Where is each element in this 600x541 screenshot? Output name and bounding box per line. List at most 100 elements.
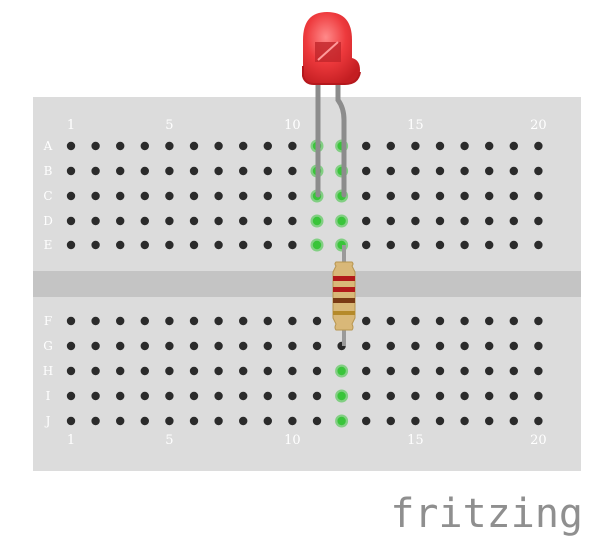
hole-A3[interactable] <box>116 141 125 151</box>
hole-I2[interactable] <box>91 391 100 401</box>
hole-C7[interactable] <box>214 191 223 201</box>
hole-F8[interactable] <box>239 316 248 326</box>
hole-B15[interactable] <box>411 166 420 176</box>
hole-G11[interactable] <box>312 341 322 351</box>
hole-B14[interactable] <box>386 166 395 176</box>
hole-H2[interactable] <box>91 366 100 376</box>
hole-C17[interactable] <box>460 191 469 201</box>
hole-A9[interactable] <box>263 141 272 151</box>
hole-C15[interactable] <box>411 191 420 201</box>
hole-J2[interactable] <box>91 416 100 426</box>
hole-I11[interactable] <box>312 391 322 401</box>
hole-A16[interactable] <box>435 141 445 151</box>
hole-D11[interactable] <box>312 216 322 226</box>
hole-J1[interactable] <box>66 416 76 426</box>
hole-H15[interactable] <box>411 366 420 376</box>
hole-H6[interactable] <box>189 366 199 376</box>
hole-E20[interactable] <box>534 240 543 250</box>
hole-F19[interactable] <box>509 316 518 326</box>
red-led[interactable] <box>302 12 361 85</box>
hole-D10[interactable] <box>288 216 297 226</box>
hole-J17[interactable] <box>460 416 469 426</box>
hole-J9[interactable] <box>263 416 272 426</box>
hole-H11[interactable] <box>312 366 322 376</box>
hole-D16[interactable] <box>435 216 445 226</box>
hole-G8[interactable] <box>239 341 248 351</box>
hole-D15[interactable] <box>411 216 420 226</box>
hole-H10[interactable] <box>288 366 297 376</box>
hole-B18[interactable] <box>485 166 494 176</box>
hole-D19[interactable] <box>509 216 518 226</box>
hole-D7[interactable] <box>214 216 223 226</box>
hole-F9[interactable] <box>263 316 272 326</box>
hole-G16[interactable] <box>435 341 445 351</box>
hole-D3[interactable] <box>116 216 125 226</box>
hole-I3[interactable] <box>116 391 125 401</box>
hole-B6[interactable] <box>189 166 199 176</box>
hole-H1[interactable] <box>66 366 76 376</box>
hole-E9[interactable] <box>263 240 272 250</box>
hole-D6[interactable] <box>189 216 199 226</box>
hole-E7[interactable] <box>214 240 223 250</box>
hole-D9[interactable] <box>263 216 272 226</box>
hole-I14[interactable] <box>386 391 395 401</box>
hole-A19[interactable] <box>509 141 518 151</box>
hole-F10[interactable] <box>288 316 297 326</box>
hole-G15[interactable] <box>411 341 420 351</box>
hole-J10[interactable] <box>288 416 297 426</box>
hole-C3[interactable] <box>116 191 125 201</box>
hole-H16[interactable] <box>435 366 445 376</box>
hole-H9[interactable] <box>263 366 272 376</box>
hole-A7[interactable] <box>214 141 223 151</box>
hole-I8[interactable] <box>239 391 248 401</box>
hole-H8[interactable] <box>239 366 248 376</box>
hole-J5[interactable] <box>165 416 174 426</box>
hole-B20[interactable] <box>534 166 543 176</box>
hole-J12[interactable] <box>337 416 346 426</box>
hole-F20[interactable] <box>534 316 543 326</box>
hole-G4[interactable] <box>140 341 149 351</box>
hole-G9[interactable] <box>263 341 272 351</box>
hole-J6[interactable] <box>189 416 199 426</box>
hole-C19[interactable] <box>509 191 518 201</box>
hole-C1[interactable] <box>66 191 76 201</box>
hole-I7[interactable] <box>214 391 223 401</box>
hole-I18[interactable] <box>485 391 494 401</box>
hole-J14[interactable] <box>386 416 395 426</box>
hole-I12[interactable] <box>337 391 346 401</box>
hole-F18[interactable] <box>485 316 494 326</box>
hole-I9[interactable] <box>263 391 272 401</box>
hole-B3[interactable] <box>116 166 125 176</box>
hole-B19[interactable] <box>509 166 518 176</box>
hole-E15[interactable] <box>411 240 420 250</box>
hole-F7[interactable] <box>214 316 223 326</box>
hole-B13[interactable] <box>362 166 371 176</box>
hole-I16[interactable] <box>435 391 445 401</box>
hole-J8[interactable] <box>239 416 248 426</box>
hole-G14[interactable] <box>386 341 395 351</box>
hole-B2[interactable] <box>91 166 100 176</box>
hole-A20[interactable] <box>534 141 543 151</box>
hole-I13[interactable] <box>362 391 371 401</box>
hole-E4[interactable] <box>140 240 149 250</box>
hole-F5[interactable] <box>165 316 174 326</box>
hole-C18[interactable] <box>485 191 494 201</box>
hole-D18[interactable] <box>485 216 494 226</box>
hole-I4[interactable] <box>140 391 149 401</box>
hole-B8[interactable] <box>239 166 248 176</box>
hole-J20[interactable] <box>534 416 543 426</box>
hole-E13[interactable] <box>362 240 371 250</box>
hole-F2[interactable] <box>91 316 100 326</box>
hole-G20[interactable] <box>534 341 543 351</box>
hole-F1[interactable] <box>66 316 76 326</box>
hole-G5[interactable] <box>165 341 174 351</box>
hole-E3[interactable] <box>116 240 125 250</box>
hole-E18[interactable] <box>485 240 494 250</box>
hole-B9[interactable] <box>263 166 272 176</box>
hole-C10[interactable] <box>288 191 297 201</box>
hole-B7[interactable] <box>214 166 223 176</box>
hole-G19[interactable] <box>509 341 518 351</box>
hole-A13[interactable] <box>362 141 371 151</box>
hole-J11[interactable] <box>312 416 322 426</box>
hole-H19[interactable] <box>509 366 518 376</box>
